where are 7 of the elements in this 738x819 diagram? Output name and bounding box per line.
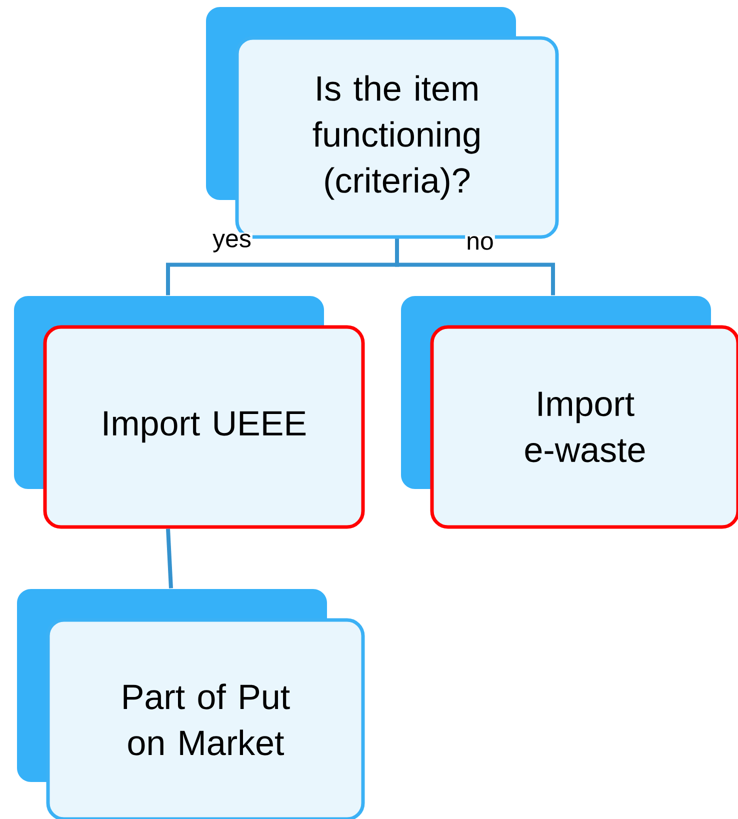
- connector-line: [166, 528, 173, 588]
- connector-line: [395, 238, 555, 296]
- process-box: Part of Put on Market: [17, 589, 365, 819]
- edge-label: no: [468, 236, 493, 250]
- edge-label: yes: [212, 234, 251, 252]
- process-box: Import e-waste: [401, 296, 738, 529]
- process-box: Import UEEE: [14, 296, 365, 529]
